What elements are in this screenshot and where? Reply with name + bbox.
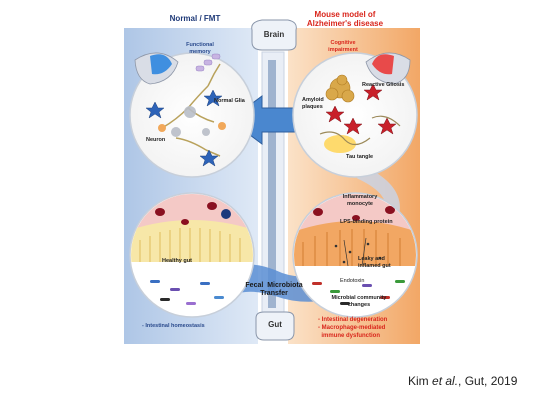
- brain-organ: [251, 19, 297, 51]
- normal-glia-label: Normal Glia: [214, 98, 245, 104]
- leaky-gut-label: Leaky and inflamed gut: [358, 256, 391, 269]
- immune-dysfunction-label: immune dysfunction: [318, 333, 381, 339]
- functional-memory-label: Functional memory: [178, 42, 222, 55]
- right-gut-bullets: - Intestinal degeneration - Macrophage-m…: [318, 316, 387, 340]
- intestinal-homeostasis-label: - Intestinal homeostasis: [142, 323, 205, 329]
- amyloid-label: Amyloid: [302, 97, 324, 103]
- fmt-line1: Fecal Microbiota: [245, 282, 303, 289]
- citation: Kim et al., Gut, 2019: [408, 374, 517, 388]
- citation-rest: , Gut, 2019: [458, 374, 518, 388]
- monocyte-label: monocyte: [347, 200, 373, 207]
- inflammatory-label: Inflammatory: [342, 194, 378, 200]
- citation-author: Kim: [408, 374, 429, 388]
- inflammatory-monocyte-label: Inflammatory monocyte: [338, 194, 382, 207]
- cognitive-label: Cognitive: [330, 40, 356, 46]
- functional-label: Functional: [186, 42, 214, 48]
- brain-label: Brain: [263, 30, 285, 39]
- microbial-community-label: Microbial community changes: [326, 295, 392, 308]
- impairment-label: impairment: [328, 46, 358, 53]
- gut-label: Gut: [268, 320, 282, 329]
- plaques-label: plaques: [302, 103, 323, 110]
- endotoxin-label: Endotoxin: [340, 278, 365, 284]
- neuron-label: Neuron: [146, 137, 166, 143]
- memory-label: memory: [189, 48, 211, 55]
- left-panel-title: Normal / FMT: [169, 14, 221, 23]
- right-brain-circle: [292, 52, 418, 178]
- changes-label: changes: [347, 301, 371, 308]
- microbial-label: Microbial community: [331, 295, 387, 301]
- right-panel-title: Mouse model of Alzheimer's disease: [290, 10, 400, 28]
- citation-etal: et al.: [432, 374, 459, 388]
- amyloid-plaques-label: Amyloid plaques: [302, 97, 324, 110]
- macrophage-label: - Macrophage-mediated: [318, 325, 386, 331]
- gut-organ: [255, 311, 295, 341]
- fmt-line2: Transfer: [260, 290, 288, 297]
- leaky-label: Leaky and: [358, 256, 385, 262]
- reactive-gliosis-label: Reactive Gliosis: [362, 82, 405, 88]
- right-title-line1: Mouse model of: [314, 10, 376, 19]
- tau-tangle-label: Tau tangle: [346, 154, 374, 160]
- inflamed-gut-label: inflamed gut: [358, 262, 391, 269]
- fmt-label: Fecal Microbiota Transfer: [236, 282, 312, 298]
- lps-binding-label: LPS-binding protein: [340, 219, 393, 225]
- right-title-line2: Alzheimer's disease: [306, 19, 384, 28]
- intestinal-degeneration-label: - Intestinal degeneration: [318, 317, 388, 323]
- healthy-gut-label: Healthy gut: [162, 258, 192, 264]
- fmt-band: [230, 264, 328, 302]
- cognitive-impairment-label: Cognitive impairment: [320, 40, 366, 53]
